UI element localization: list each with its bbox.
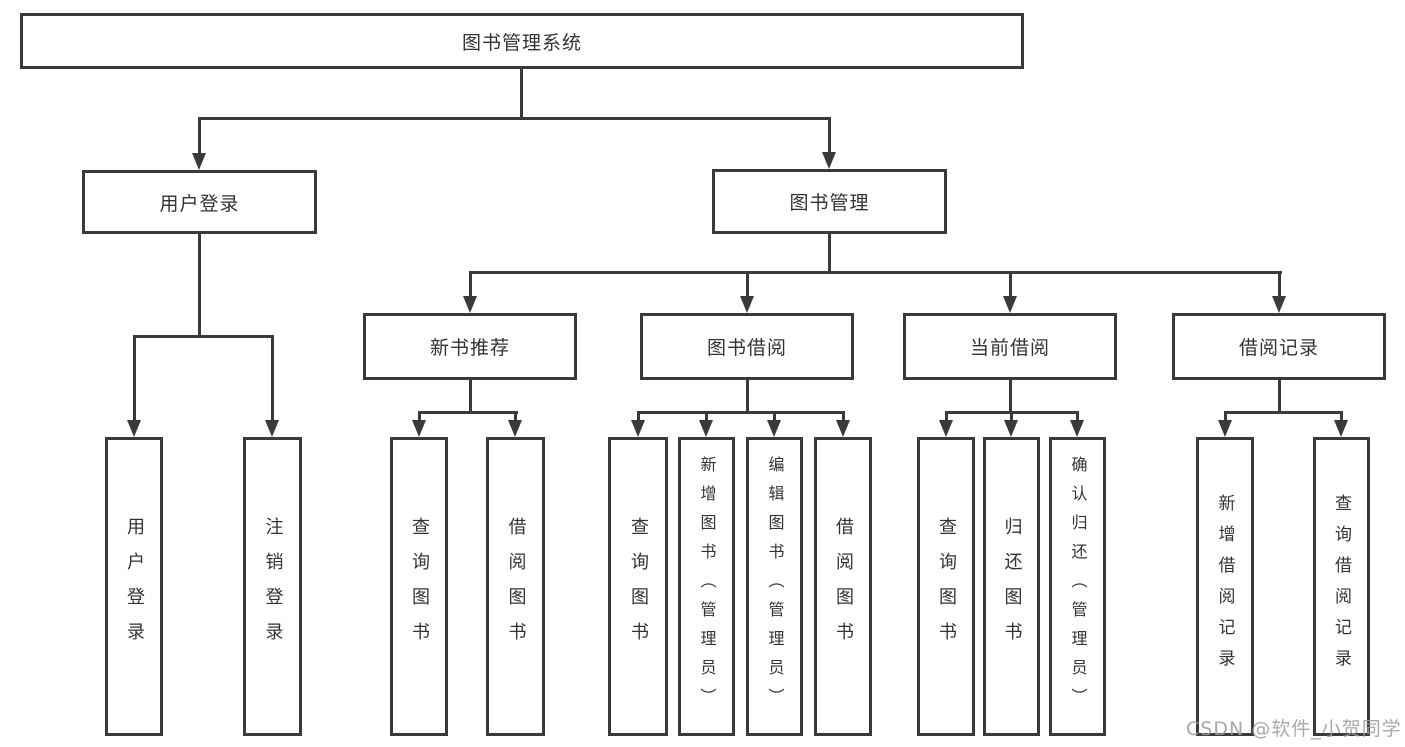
connector-book-borrow-bar [637, 411, 845, 414]
arrowhead-icon [740, 296, 754, 313]
connector-borrow-records-bar [1224, 411, 1343, 414]
node-borrowing-records: 借阅记录 [1172, 313, 1386, 380]
connector-leaf-drop [945, 411, 948, 422]
leaf-return-books: 归还图书 [983, 437, 1040, 736]
connector-leaf-drop [637, 411, 640, 422]
connector-book-borrow-drop [746, 271, 749, 297]
connector-leaf-drop [418, 411, 421, 422]
arrowhead-icon [127, 420, 141, 437]
arrowhead-icon [1004, 420, 1018, 437]
connector-logout-leaf-drop [271, 335, 274, 421]
leaf-confirm-return-admin: 确认归还（管理员） [1049, 437, 1106, 736]
connector-leaf-drop [842, 411, 845, 422]
arrowhead-icon [631, 420, 645, 437]
connector-borrow-records-stem [1278, 380, 1281, 413]
leaf-borrow-books: 借阅图书 [814, 437, 872, 736]
connector-leaf-drop [705, 411, 708, 422]
connector-book-borrow-stem [746, 380, 749, 413]
arrowhead-icon [939, 420, 953, 437]
connector-level3-bar [469, 271, 1282, 274]
arrowhead-icon [463, 296, 477, 313]
connector-leaf-drop [1076, 411, 1079, 422]
node-current-borrowing: 当前借阅 [903, 313, 1117, 380]
leaf-logout: 注销登录 [243, 437, 302, 736]
connector-leaf-drop [773, 411, 776, 422]
connector-leaf-drop [514, 411, 517, 422]
arrowhead-icon [836, 420, 850, 437]
leaf-query-books-borrowing: 查询图书 [608, 437, 668, 736]
connector-current-borrow-stem [1009, 380, 1012, 413]
connector-leaf-drop [1224, 411, 1227, 422]
connector-new-book-bar [418, 411, 518, 414]
connector-new-book-drop [469, 271, 472, 297]
node-library-management-system: 图书管理系统 [20, 13, 1024, 69]
leaf-query-books-current: 查询图书 [917, 437, 975, 736]
node-book-borrowing: 图书借阅 [640, 313, 854, 380]
arrowhead-icon [1272, 296, 1286, 313]
arrowhead-icon [822, 152, 836, 169]
arrowhead-icon [508, 420, 522, 437]
connector-user-login-drop [198, 117, 201, 154]
leaf-edit-books-admin: 编辑图书（管理员） [746, 437, 803, 736]
leaf-add-books-admin: 新增图书（管理员） [678, 437, 735, 736]
leaf-query-books-recommend: 查询图书 [390, 437, 448, 736]
arrowhead-icon [767, 420, 781, 437]
node-user-login: 用户登录 [82, 170, 317, 234]
arrowhead-icon [1003, 296, 1017, 313]
arrowhead-icon [192, 153, 206, 170]
node-new-book-recommend: 新书推荐 [363, 313, 577, 380]
connector-leaf-drop [1340, 411, 1343, 422]
csdn-watermark: CSDN @软件_小贺同学 [1186, 718, 1402, 740]
arrowhead-icon [1070, 420, 1084, 437]
connector-borrow-records-drop [1278, 271, 1281, 297]
connector-current-borrow-drop [1009, 271, 1012, 297]
connector-leaf-drop [1010, 411, 1013, 422]
connector-new-book-stem [469, 380, 472, 413]
connector-user-login-bar [133, 335, 274, 338]
leaf-borrow-books-recommend: 借阅图书 [486, 437, 545, 736]
connector-user-login-stem [198, 233, 201, 337]
leaf-user-login: 用户登录 [105, 437, 163, 736]
connector-login-leaf-drop [133, 335, 136, 421]
arrowhead-icon [699, 420, 713, 437]
connector-book-management-drop [828, 117, 831, 153]
leaf-query-borrow-record: 查询借阅记录 [1313, 437, 1370, 736]
connector-book-management-stem [828, 234, 831, 274]
arrowhead-icon [265, 420, 279, 437]
connector-root-stem [520, 69, 523, 118]
leaf-add-borrow-record: 新增借阅记录 [1196, 437, 1254, 736]
arrowhead-icon [1218, 420, 1232, 437]
arrowhead-icon [1334, 420, 1348, 437]
connector-level2-bar [198, 117, 831, 120]
node-book-management: 图书管理 [712, 169, 947, 234]
arrowhead-icon [412, 420, 426, 437]
